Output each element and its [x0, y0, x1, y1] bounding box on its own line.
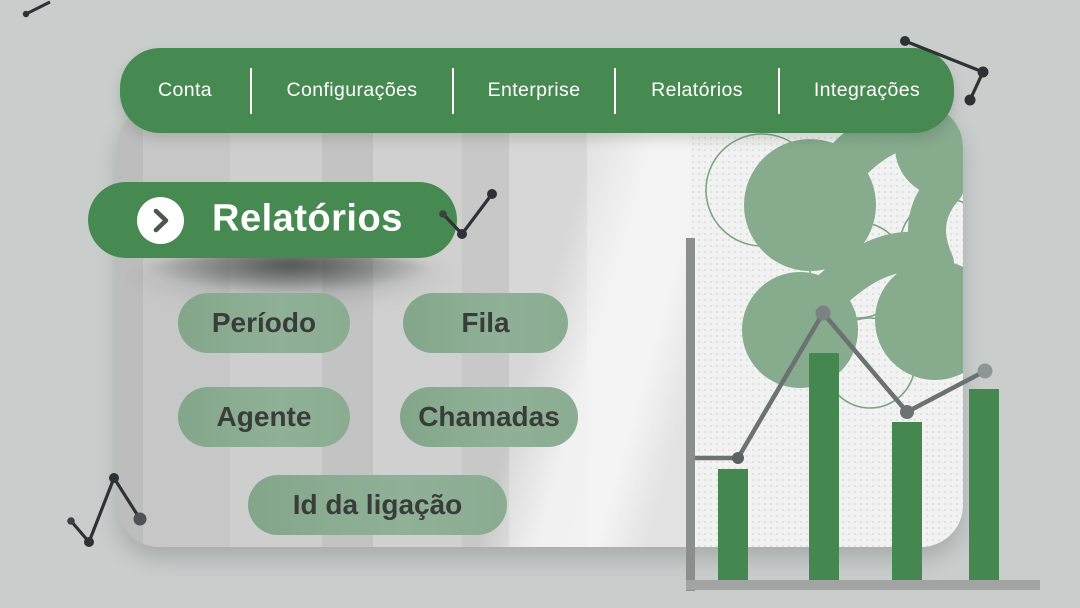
- nav-item-label: Configurações: [286, 79, 418, 101]
- chevron-right-icon: [153, 208, 169, 233]
- chart-bar-1: [718, 469, 748, 582]
- nav-item-label: Relatórios: [651, 79, 743, 101]
- chart-x-axis: [686, 580, 1040, 590]
- nav-separator: [614, 67, 616, 114]
- pill-periodo[interactable]: Período: [178, 293, 350, 353]
- nav-item-label: Enterprise: [487, 79, 581, 101]
- nav-separator: [778, 67, 780, 114]
- hero-button-label: Relatórios: [212, 197, 403, 240]
- nav-item-relatorios[interactable]: Relatórios: [616, 48, 778, 133]
- dot-decoration-top-left: [22, 0, 51, 18]
- nav-item-label: Integrações: [813, 79, 921, 101]
- pill-agente[interactable]: Agente: [178, 387, 350, 447]
- top-navbar: Conta Configurações Enterprise Relatório…: [120, 48, 954, 133]
- pill-label: Agente: [216, 401, 312, 432]
- nav-item-label: Conta: [157, 79, 213, 101]
- pill-label: Chamadas: [418, 401, 560, 432]
- chart-bar-2: [809, 353, 839, 582]
- nav-item-integracoes[interactable]: Integrações: [780, 48, 954, 133]
- chart-bar-3: [892, 422, 922, 582]
- chart-bar-4: [969, 389, 999, 582]
- nav-item-conta[interactable]: Conta: [120, 48, 250, 133]
- nav-separator: [250, 67, 252, 114]
- pill-fila[interactable]: Fila: [403, 293, 568, 353]
- relatorios-hero-button[interactable]: Relatórios: [88, 182, 457, 258]
- pill-id-da-ligacao[interactable]: Id da ligação: [248, 475, 507, 535]
- chevron-circle: [137, 197, 184, 244]
- pill-label: Id da ligação: [292, 489, 463, 520]
- chart-y-axis: [686, 238, 695, 591]
- pill-chamadas[interactable]: Chamadas: [400, 387, 578, 447]
- nav-item-configuracoes[interactable]: Configurações: [252, 48, 452, 133]
- pill-label: Fila: [461, 307, 510, 338]
- hero-button-shadow: [140, 252, 440, 294]
- pill-label: Período: [211, 307, 317, 338]
- nav-item-enterprise[interactable]: Enterprise: [454, 48, 614, 133]
- nav-separator: [452, 67, 454, 114]
